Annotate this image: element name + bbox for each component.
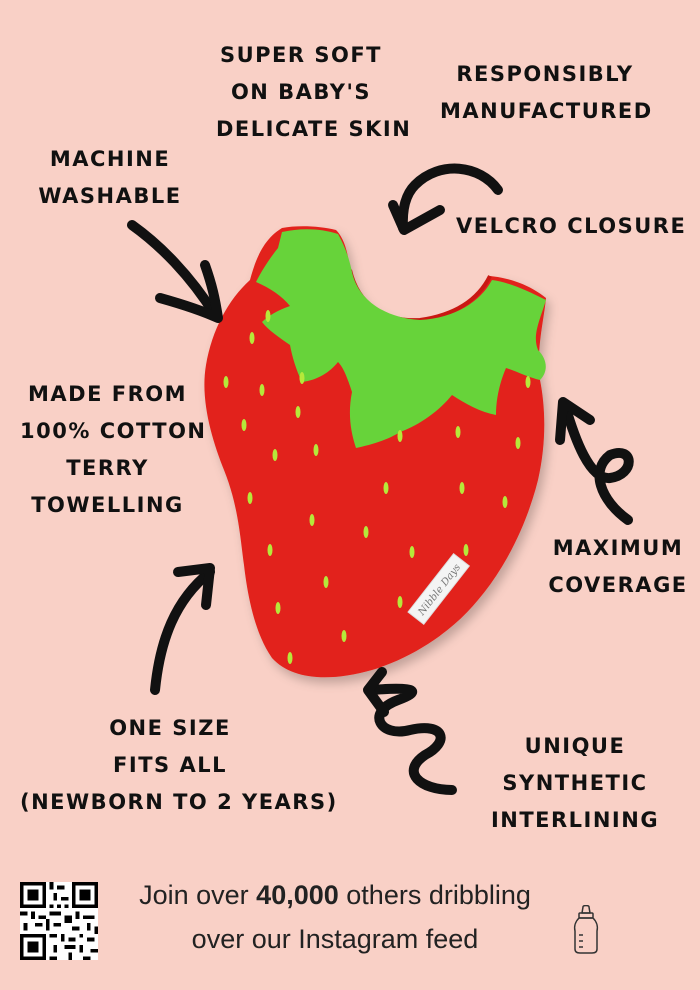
feature-size-line-3: (NEWBORN TO 2 YEARS)	[20, 790, 338, 814]
arrow-coverage-head	[555, 397, 595, 445]
arrow-velcro	[397, 163, 503, 233]
feature-velcro: VELCRO CLOSURE	[456, 208, 687, 245]
feature-cotton: MADE FROM 100% COTTON TERRY TOWELLING	[20, 376, 207, 524]
feature-responsible-line-1: RESPONSIBLY	[456, 62, 634, 86]
arrow-size	[150, 567, 215, 695]
feature-responsible-line-2: MANUFACTURED	[440, 99, 653, 123]
feature-cotton-line-3: TERRY	[66, 456, 149, 480]
feature-size-line-2: FITS ALL	[113, 753, 227, 777]
feature-interlining-line-2: SYNTHETIC	[502, 771, 648, 795]
follower-count: 40,000	[256, 880, 339, 910]
feature-soft-line-1: SUPER SOFT	[219, 43, 383, 67]
arrow-interlining-head	[363, 667, 389, 717]
footer-line-1-pre: Join over	[139, 880, 249, 910]
qr-code-icon[interactable]	[20, 882, 98, 960]
arrow-velcro-head	[388, 200, 445, 235]
feature-velcro-line-1: VELCRO CLOSURE	[456, 214, 687, 238]
feature-interlining-line-1: UNIQUE	[524, 734, 626, 758]
feature-soft: SUPER SOFT ON BABY'S DELICATE SKIN	[216, 37, 412, 148]
arrow-washable	[127, 220, 220, 320]
feature-cotton-line-4: TOWELLING	[31, 493, 184, 517]
feature-interlining-line-3: INTERLINING	[490, 808, 660, 832]
baby-bottle-icon	[573, 905, 599, 954]
footer-line-2: over our Instagram feed	[191, 924, 479, 954]
feature-responsible: RESPONSIBLY MANUFACTURED	[440, 56, 653, 130]
feature-cotton-line-1: MADE FROM	[27, 382, 187, 406]
arrow-washable-head	[155, 260, 223, 323]
feature-size: ONE SIZE FITS ALL (NEWBORN TO 2 YEARS)	[20, 710, 338, 821]
feature-size-line-1: ONE SIZE	[109, 716, 231, 740]
feature-soft-line-2: ON BABY'S	[230, 80, 372, 104]
arrow-interlining	[367, 683, 457, 795]
arrow-size-head	[173, 563, 215, 610]
footer-line-1: Join over 40,000 others dribbling	[100, 880, 570, 911]
strawberry-seeds	[223, 310, 531, 664]
feature-washable-line-1: MACHINE	[49, 147, 171, 171]
arrow-coverage	[560, 400, 634, 525]
feature-soft-line-3: DELICATE SKIN	[216, 117, 412, 141]
feature-cotton-line-2: 100% COTTON	[20, 419, 207, 443]
feature-coverage-line-1: MAXIMUM	[552, 536, 684, 560]
arrows	[127, 163, 634, 795]
strawberry-leaf	[256, 229, 546, 448]
feature-washable-line-2: WASHABLE	[38, 184, 182, 208]
feature-interlining: UNIQUE SYNTHETIC INTERLINING	[490, 728, 660, 839]
feature-coverage: MAXIMUM COVERAGE	[548, 530, 688, 604]
feature-coverage-line-2: COVERAGE	[548, 573, 688, 597]
feature-washable: MACHINE WASHABLE	[35, 141, 185, 215]
footer-line-1-post: others dribbling	[346, 880, 531, 910]
